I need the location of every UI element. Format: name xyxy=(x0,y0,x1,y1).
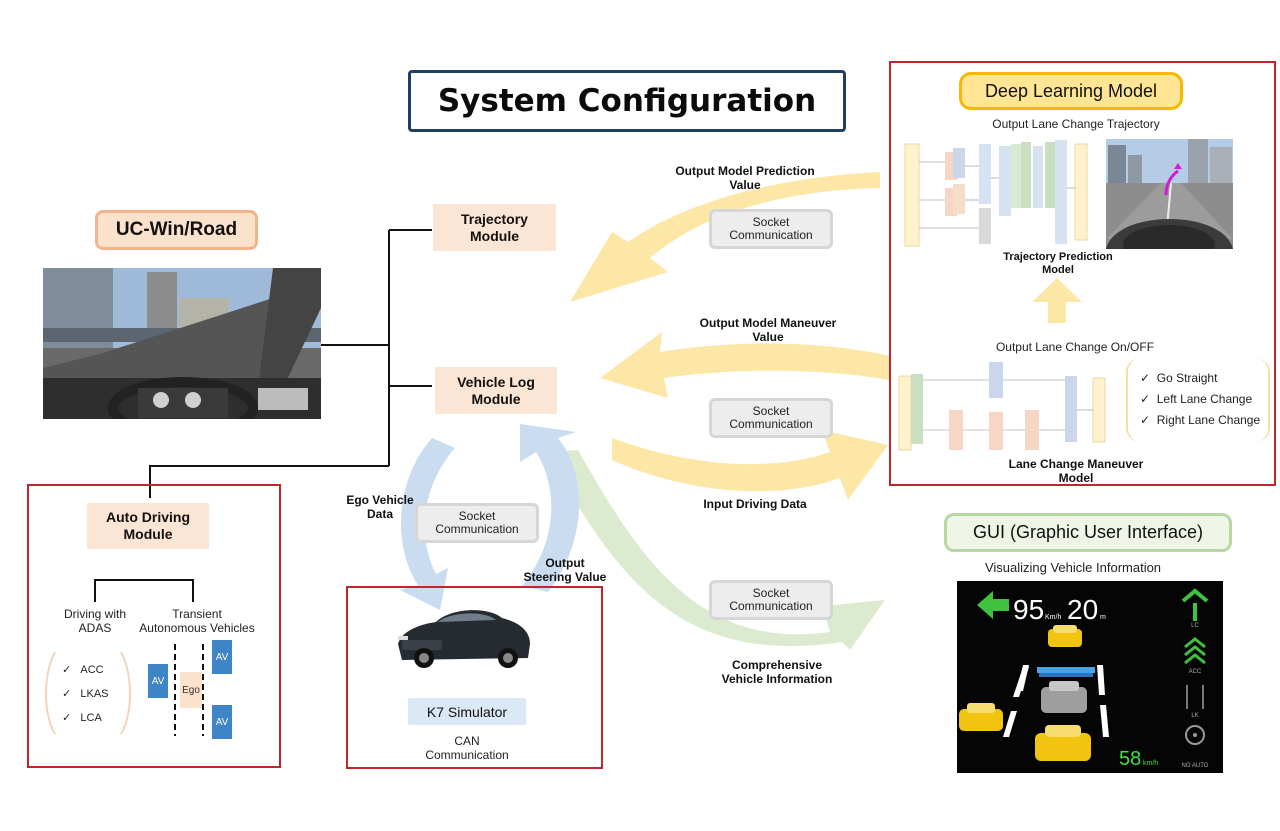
label-output-steering: Output Steering Value xyxy=(523,556,607,584)
lane-change-icon xyxy=(1181,588,1209,621)
maneuver-options: ✓ Go Straight ✓ Left Lane Change ✓ Right… xyxy=(1126,358,1270,442)
arrow-to-gui xyxy=(548,450,885,650)
adas-item-lca: ✓ LCA xyxy=(62,712,102,724)
ego-car-icon xyxy=(1035,725,1091,761)
arrow-steering xyxy=(520,424,580,592)
left-arrow-icon xyxy=(977,591,1009,619)
connector-lines xyxy=(149,229,432,498)
socket-communication-2: Socket Communication xyxy=(709,398,833,438)
k7-panel xyxy=(346,586,603,769)
auto-driving-module: Auto Driving Module xyxy=(87,503,209,549)
adas-item-acc: ✓ ACC xyxy=(62,664,104,676)
option-go-straight: ✓ Go Straight xyxy=(1140,371,1218,385)
indicator-lk: LK xyxy=(1191,713,1198,719)
deep-learning-title: Deep Learning Model xyxy=(959,72,1183,110)
trajectory-network-diagram xyxy=(904,140,1088,247)
vehicle-log-module: Vehicle Log Module xyxy=(435,367,557,414)
label-output-prediction: Output Model Prediction Value xyxy=(675,164,815,192)
deep-learning-panel xyxy=(889,61,1276,486)
car-front-icon xyxy=(1048,625,1082,647)
label-input-driving: Input Driving Data xyxy=(703,497,807,511)
av-block-top: AV xyxy=(212,640,232,674)
av-block-bottom: AV xyxy=(212,705,232,739)
gui-dashboard: 95 Km/h 20 m xyxy=(957,581,1223,773)
adas-header: Driving with ADAS xyxy=(63,607,126,635)
title-box: System Configuration xyxy=(408,70,846,132)
maneuver-network-diagram xyxy=(898,362,1106,451)
arrow-input-driving xyxy=(612,430,888,500)
socket-communication-4: Socket Communication xyxy=(709,580,833,620)
socket-communication-3: Socket Communication xyxy=(415,503,539,543)
gui-subtitle: Visualizing Vehicle Information xyxy=(984,560,1162,575)
output-trajectory-label: Output Lane Change Trajectory xyxy=(992,117,1160,131)
arrow-up-maneuver xyxy=(1032,278,1082,323)
label-output-maneuver: Output Model Maneuver Value xyxy=(699,316,837,344)
transient-av-header: Transient Autonomous Vehicles xyxy=(139,607,255,635)
option-right-lane-change: ✓ Right Lane Change xyxy=(1140,413,1261,427)
k7-car-image xyxy=(398,610,530,668)
socket-communication-1: Socket Communication xyxy=(709,209,833,249)
trajectory-module: Trajectory Module xyxy=(433,204,556,251)
speed-unit: Km/h xyxy=(1045,614,1061,621)
driving-simulator-screen xyxy=(43,268,321,419)
speed-value: 95 xyxy=(1013,594,1044,625)
label-comprehensive: Comprehensive Vehicle Information xyxy=(721,658,833,686)
gui-title: GUI (Graphic User Interface) xyxy=(944,513,1232,552)
k7-simulator-label: K7 Simulator xyxy=(408,698,526,725)
steering-wheel-icon xyxy=(1185,725,1205,745)
indicator-acc: ACC xyxy=(1189,669,1202,675)
auto-driving-panel xyxy=(27,484,281,768)
auto-driving-tree xyxy=(45,579,204,736)
distance-unit: m xyxy=(1100,614,1106,621)
av-block-left: AV xyxy=(148,664,168,698)
can-communication-label: CAN Communication xyxy=(425,734,509,762)
simulator-view-image xyxy=(43,268,321,419)
page-title: System Configuration xyxy=(437,83,817,119)
distance-value: 20 xyxy=(1067,594,1098,625)
set-speed-unit: km/h xyxy=(1143,760,1158,767)
adas-item-lkas: ✓ LKAS xyxy=(62,688,109,700)
uc-win-road-label: UC-Win/Road xyxy=(95,210,258,250)
trajectory-model-label: Trajectory Prediction Model xyxy=(1003,251,1113,276)
gui-dashboard-graphics: 95 Km/h 20 m xyxy=(959,588,1209,770)
ego-block: Ego xyxy=(180,672,202,708)
car-grey-icon xyxy=(1041,681,1087,713)
label-ego-vehicle: Ego Vehicle Data xyxy=(346,493,414,521)
indicator-lc: LC xyxy=(1191,623,1199,629)
arrow-output-maneuver xyxy=(600,332,890,398)
arrow-ego-data xyxy=(400,438,455,610)
adas-list: ✓ ACC ✓ LKAS ✓ LCA xyxy=(62,658,142,730)
maneuver-model-label: Lane Change Maneuver Model xyxy=(1008,457,1144,485)
on-off-label: Output Lane Change On/OFF xyxy=(995,340,1155,354)
acc-icon xyxy=(1184,637,1206,665)
option-left-lane-change: ✓ Left Lane Change xyxy=(1140,392,1253,406)
trajectory-output-image xyxy=(1106,139,1233,249)
set-speed-value: 58 xyxy=(1119,748,1141,770)
arrow-output-prediction xyxy=(570,172,880,302)
car-left-icon xyxy=(959,703,1003,731)
indicator-no-auto: NO AUTO xyxy=(1182,763,1209,769)
